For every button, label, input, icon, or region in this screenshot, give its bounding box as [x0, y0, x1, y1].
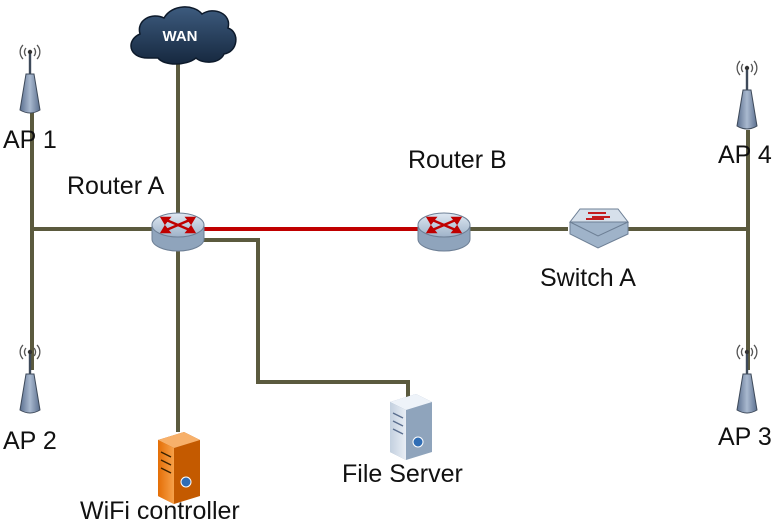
router-b-icon	[417, 212, 471, 252]
router-a-label: Router A	[67, 172, 165, 200]
ap4-icon	[735, 59, 759, 131]
cables	[30, 55, 750, 432]
switch-a-icon	[568, 208, 630, 249]
file-server-label: File Server	[342, 460, 463, 488]
ap1-icon	[18, 43, 42, 115]
ap2-icon	[18, 343, 42, 415]
ap1-label: AP 1	[3, 126, 57, 154]
ap2-label: AP 2	[3, 427, 57, 455]
ap3-icon	[735, 343, 759, 415]
wan-cloud-icon: WAN	[130, 6, 237, 65]
file-server-icon	[390, 394, 432, 460]
wifi-controller-label: WiFi controller	[80, 497, 240, 525]
ap3-label: AP 3	[718, 423, 772, 451]
wan-label: WAN	[163, 28, 198, 45]
wifi-controller-icon	[158, 432, 200, 504]
cable-file-server	[200, 238, 410, 402]
switch-a-label: Switch A	[540, 264, 636, 292]
router-a-icon	[151, 212, 205, 252]
router-b-label: Router B	[408, 146, 507, 174]
ap4-label: AP 4	[718, 141, 772, 169]
